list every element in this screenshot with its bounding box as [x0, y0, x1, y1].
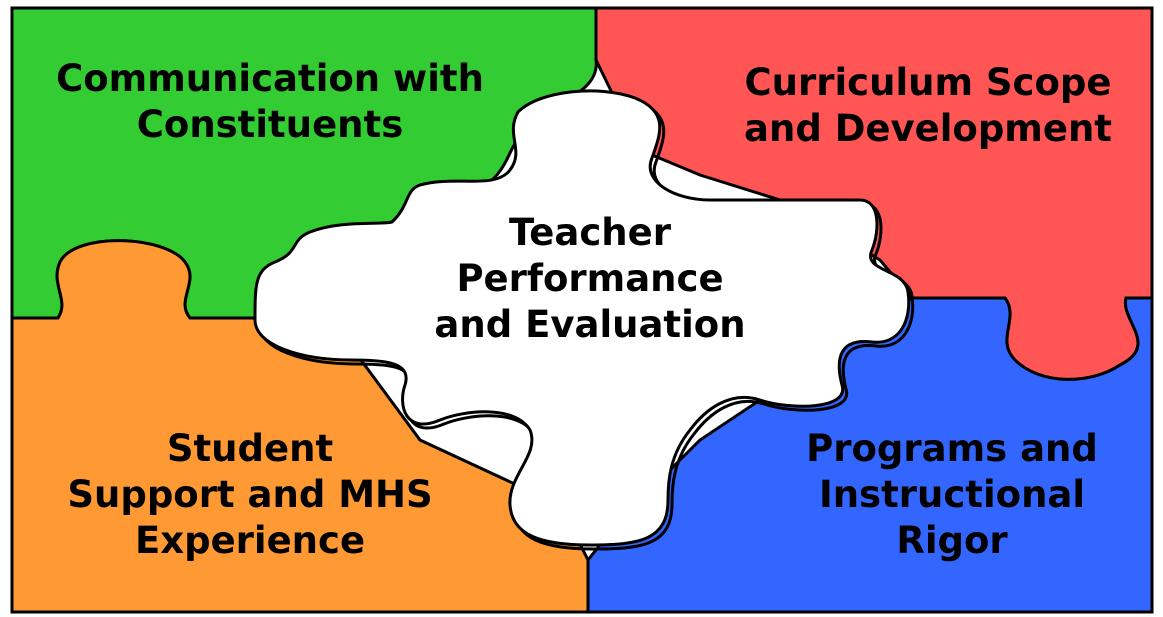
communication-label-line: Communication with	[56, 57, 484, 100]
student-support-label-line: Student	[166, 427, 334, 470]
student-support-label-line: Support and MHS	[67, 473, 433, 516]
programs-label-line: Programs and	[806, 427, 1098, 470]
student-support-label-line: Experience	[134, 519, 366, 562]
piece-programs	[586, 296, 1154, 614]
teacher-performance-label-line: Performance	[456, 257, 724, 300]
communication-label-line: Constituents	[136, 103, 404, 146]
teacher-performance-label-line: Teacher	[508, 211, 671, 254]
piece-teacher-performance	[253, 89, 911, 547]
curriculum-label: Curriculum Scope and Development	[728, 60, 1128, 152]
curriculum-label-line: Curriculum Scope	[744, 61, 1112, 104]
teacher-performance-label-line: and Evaluation	[434, 303, 746, 346]
student-support-label: Student Support and MHS Experience	[50, 426, 450, 564]
teacher-performance-label: Teacher Performance and Evaluation	[395, 210, 785, 348]
piece-student-support	[10, 239, 590, 614]
programs-label-line: Instructional	[818, 473, 1086, 516]
programs-label: Programs and Instructional Rigor	[752, 426, 1152, 564]
communication-label: Communication with Constituents	[20, 56, 520, 148]
programs-label-line: Rigor	[896, 519, 1008, 562]
curriculum-label-line: and Development	[744, 107, 1112, 150]
